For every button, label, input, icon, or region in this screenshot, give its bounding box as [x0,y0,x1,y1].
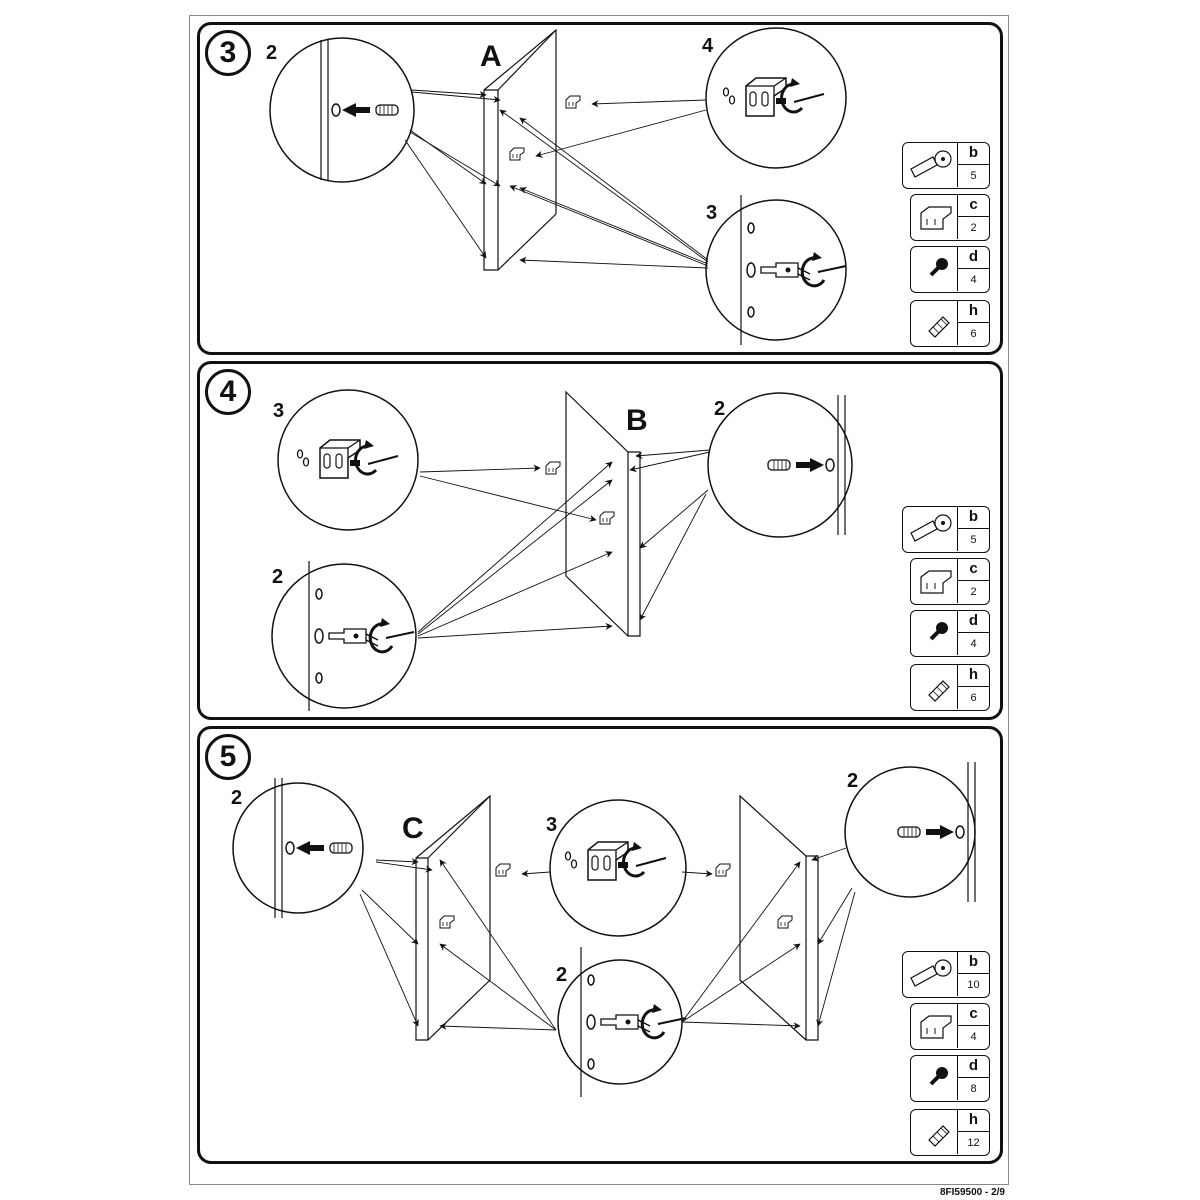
step-5-callout-bracket: 3 [546,814,558,836]
part-c: c 2 [910,194,990,241]
part-b: b 10 [902,951,990,998]
page-border [189,15,1009,1185]
screw-icon [929,1067,948,1086]
part-h: h 12 [910,1109,990,1156]
part-c: c 4 [910,1003,990,1050]
step-4-artwork [271,389,853,713]
step-5-callout-dowel-right: 2 [847,770,859,792]
step-3-callout-cambolt: 3 [706,202,718,224]
part-d: d 4 [910,246,990,293]
wooden-dowel-icon [928,1125,950,1147]
part-b: b 5 [902,506,990,553]
panel-b-label: B [626,404,648,437]
step-5-callout-cambolt: 2 [556,964,568,986]
step-5-artwork [232,761,976,1099]
angle-bracket-icon [920,206,952,230]
part-c: c 2 [910,558,990,605]
wooden-dowel-icon [928,680,950,702]
step-3-number: 3 [205,30,251,76]
angle-bracket-icon [920,1015,952,1039]
document-id: 8FI59500 - 2/9 [939,1187,1005,1198]
part-h: h 6 [910,664,990,711]
step-4-callout-bracket: 3 [273,400,285,422]
wooden-dowel-icon [928,316,950,338]
step-4-callout-dowel: 2 [714,398,726,420]
step-3-artwork [269,27,848,347]
step-3-panel [197,22,1003,355]
step-3-callout-dowel: 2 [266,42,278,64]
part-b: b 5 [902,142,990,189]
angle-bracket-icon [920,570,952,594]
step-4-number: 4 [205,369,251,415]
cam-bolt-icon [910,150,952,178]
step-3-callout-bracket: 4 [702,35,714,57]
screw-icon [929,622,948,641]
part-d: d 8 [910,1055,990,1102]
cam-bolt-icon [910,514,952,542]
step-5-number: 5 [205,734,251,780]
step-5-callout-dowel-left: 2 [231,787,243,809]
cam-bolt-icon [910,959,952,987]
screw-icon [929,258,948,277]
panel-a-label: A [480,40,502,73]
part-h: h 6 [910,300,990,347]
panel-c-label: C [402,812,424,845]
step-4-callout-cambolt: 2 [272,566,284,588]
part-d: d 4 [910,610,990,657]
